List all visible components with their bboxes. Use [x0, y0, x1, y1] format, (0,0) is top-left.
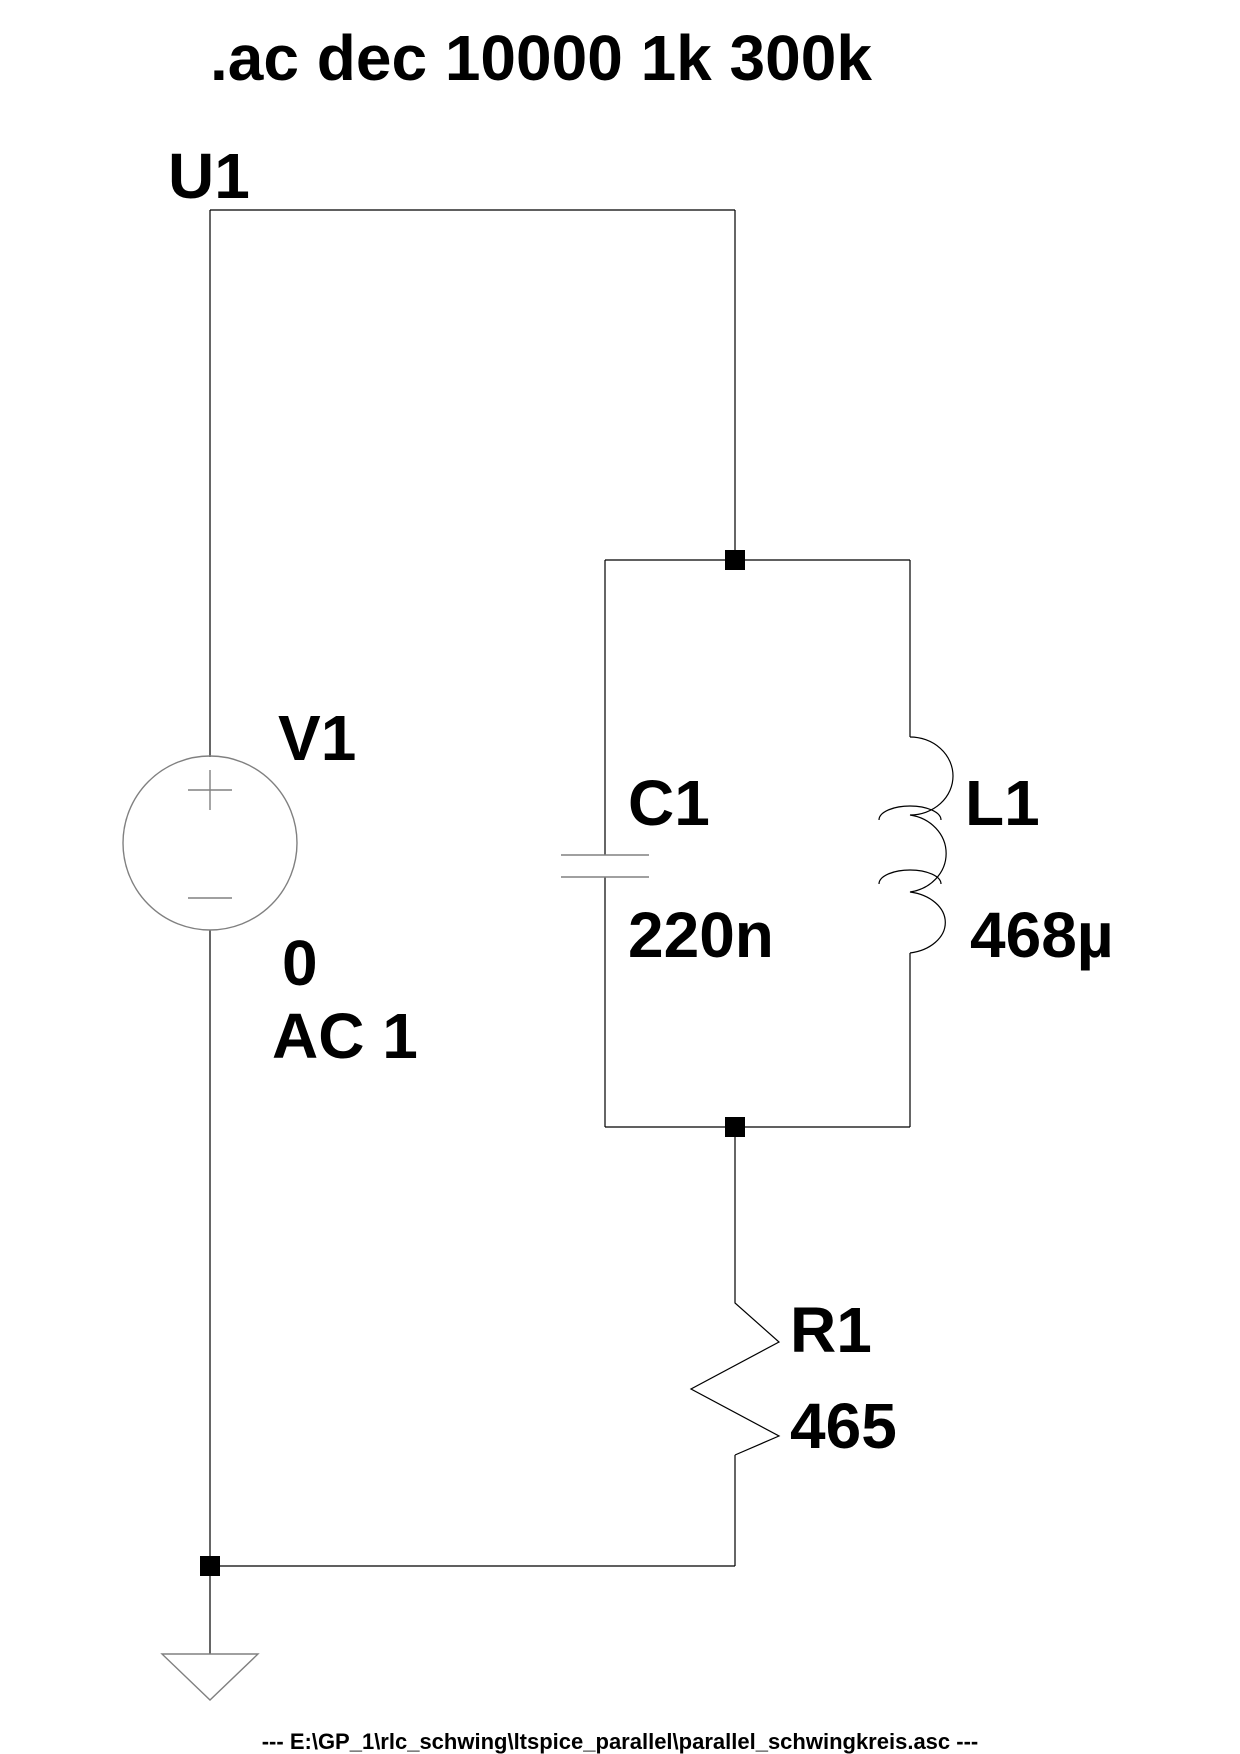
- l1-name[interactable]: L1: [965, 767, 1040, 839]
- inductor-l1[interactable]: [878, 736, 954, 954]
- junction-tank-top: [725, 550, 745, 570]
- capacitor-c1[interactable]: [561, 854, 649, 878]
- r1-name[interactable]: R1: [790, 1294, 872, 1366]
- l1-value[interactable]: 468µ: [970, 899, 1114, 971]
- c1-name[interactable]: C1: [628, 767, 710, 839]
- ground-icon[interactable]: [160, 1566, 260, 1701]
- resistor-r1-zigzag-icon[interactable]: [689, 1280, 781, 1456]
- wires: [209, 209, 911, 1567]
- junction-tank-bottom: [725, 1117, 745, 1137]
- net-label-u1[interactable]: U1: [168, 140, 250, 212]
- v1-ac-value[interactable]: AC 1: [272, 1000, 418, 1072]
- file-path-footer: --- E:\GP_1\rlc_schwing\ltspice_parallel…: [262, 1729, 979, 1754]
- source-circle-icon: [122, 755, 298, 931]
- spice-directive[interactable]: .ac dec 10000 1k 300k: [210, 22, 872, 94]
- v1-dc-value[interactable]: 0: [282, 927, 318, 999]
- r1-value[interactable]: 465: [790, 1390, 897, 1462]
- ground-triangle-icon: [160, 1653, 260, 1701]
- inductor-loop-1-icon: [878, 805, 942, 821]
- inductor-loop-2-icon: [878, 869, 942, 885]
- v1-name[interactable]: V1: [278, 702, 356, 774]
- voltage-source-v1[interactable]: [122, 755, 298, 931]
- c1-value[interactable]: 220n: [628, 899, 774, 971]
- inductor-coil-icon: [909, 736, 954, 954]
